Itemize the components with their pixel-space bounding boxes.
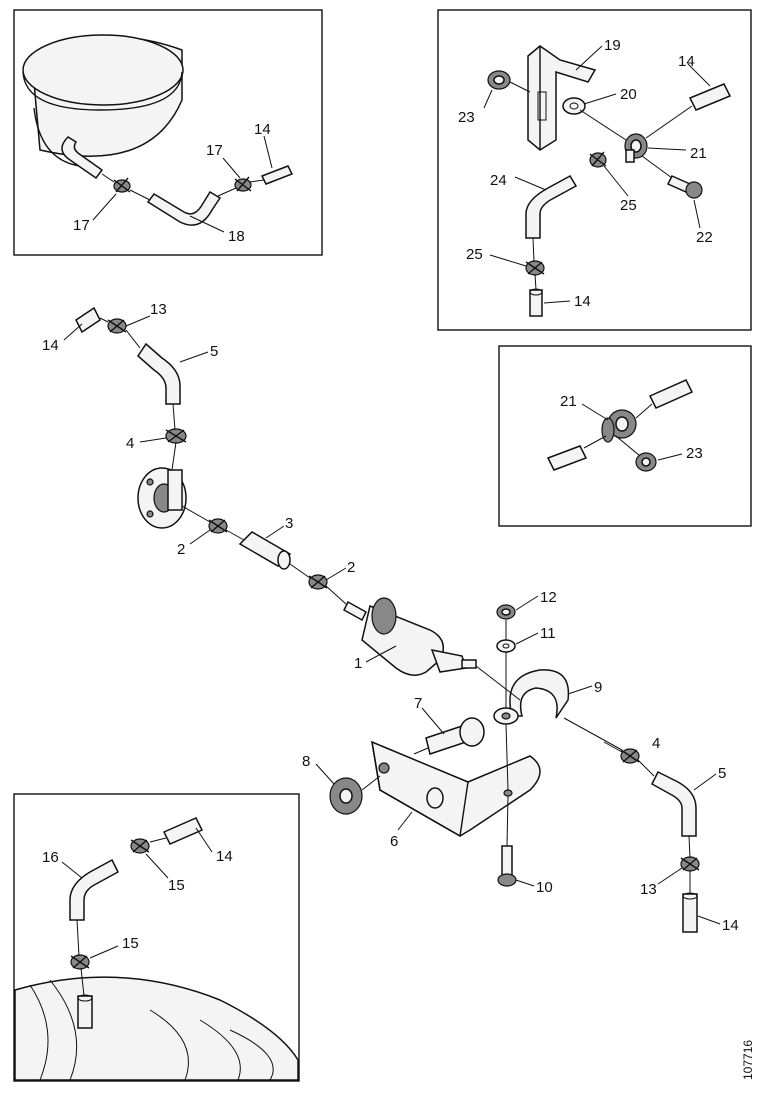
pipe-right xyxy=(648,379,694,409)
bolt-22 xyxy=(666,175,703,199)
inset-frame xyxy=(13,793,300,1082)
label: 12 xyxy=(540,589,557,606)
label: 8 xyxy=(302,753,310,770)
hose-5-right xyxy=(651,770,697,837)
screw-10 xyxy=(497,845,517,887)
label: 7 xyxy=(414,695,422,712)
label: 13 xyxy=(640,881,657,898)
clamp-2-left xyxy=(208,518,228,534)
label: 23 xyxy=(458,109,475,126)
pipe-left xyxy=(546,445,588,471)
bracket-6 xyxy=(371,740,541,838)
label: 5 xyxy=(210,343,218,360)
clamp-15-lower xyxy=(70,954,90,970)
label: 10 xyxy=(536,879,553,896)
clamp-21 xyxy=(601,409,637,443)
pipe-clip-9 xyxy=(493,669,570,725)
label: 25 xyxy=(466,246,483,263)
label: 23 xyxy=(686,445,703,462)
label: 19 xyxy=(604,37,621,54)
clamp-25-upper xyxy=(589,151,607,168)
pipe-14 xyxy=(162,817,204,845)
clamp-17-left xyxy=(113,177,131,193)
clamp-25-lower xyxy=(525,260,545,276)
hose-5-top xyxy=(137,342,181,405)
label: 6 xyxy=(390,833,398,850)
tank-outlet-pipe xyxy=(61,136,104,180)
label: 1 xyxy=(354,655,362,672)
inset-mid-right: 21 23 xyxy=(498,345,752,527)
pipe-14 xyxy=(260,165,294,185)
clamp-21 xyxy=(624,133,648,163)
pipe-14-top xyxy=(75,306,101,334)
pipe-14-bottom xyxy=(682,893,698,933)
clamp-13-right xyxy=(680,856,700,872)
nut-23 xyxy=(487,70,511,90)
inset-frame xyxy=(498,345,752,527)
label: 24 xyxy=(490,172,507,189)
washer-11 xyxy=(496,639,516,653)
label: 4 xyxy=(652,735,660,752)
nut-12 xyxy=(496,604,516,620)
inset-top-left: 14 17 17 18 xyxy=(13,9,323,256)
inset-top-right: 19 14 20 23 21 24 25 22 25 14 xyxy=(437,9,752,331)
label: 25 xyxy=(620,197,637,214)
washer-20 xyxy=(562,97,586,115)
label: 3 xyxy=(285,515,293,532)
drawing-code: 107716 xyxy=(741,1040,755,1080)
label: 13 xyxy=(150,301,167,318)
label: 18 xyxy=(228,228,245,245)
nut-23 xyxy=(635,452,657,472)
label: 20 xyxy=(620,86,637,103)
clamp-15-upper xyxy=(130,838,150,854)
fuel-tank xyxy=(14,976,299,1081)
label: 14 xyxy=(216,848,233,865)
label: 14 xyxy=(722,917,739,934)
label: 14 xyxy=(42,337,59,354)
label: 2 xyxy=(177,541,185,558)
tank-cap xyxy=(22,34,184,167)
inset-frame xyxy=(437,9,752,331)
nut-8 xyxy=(329,777,363,815)
label: 2 xyxy=(347,559,355,576)
fuel-filter-housing xyxy=(137,467,187,529)
pipe-14 xyxy=(688,83,732,111)
clamp-13-top xyxy=(107,318,127,334)
clamp-17-right xyxy=(234,176,252,192)
label: 15 xyxy=(122,935,139,952)
label: 21 xyxy=(690,145,707,162)
inset-bottom-left: 14 16 15 15 xyxy=(13,793,300,1082)
label: 4 xyxy=(126,435,134,452)
label: 14 xyxy=(574,293,591,310)
label: 11 xyxy=(540,625,556,642)
label: 15 xyxy=(168,877,185,894)
label: 21 xyxy=(560,393,577,410)
label: 17 xyxy=(206,142,223,159)
label: 14 xyxy=(678,53,695,70)
main-assembly: 13 14 5 4 2 3 2 1 12 11 9 7 8 6 4 5 10 1… xyxy=(42,301,755,1080)
tank-outlet-pipe xyxy=(77,995,93,1029)
inset-frame xyxy=(13,9,323,256)
hose-16 xyxy=(69,858,119,921)
hose-18 xyxy=(146,190,222,226)
label: 17 xyxy=(73,217,90,234)
clamp-2-right xyxy=(308,574,328,590)
label: 16 xyxy=(42,849,59,866)
label: 22 xyxy=(696,229,713,246)
label: 9 xyxy=(594,679,602,696)
label: 14 xyxy=(254,121,271,138)
hose-24 xyxy=(525,174,578,239)
bolt-7 xyxy=(425,717,485,755)
label: 5 xyxy=(718,765,726,782)
bracket-19 xyxy=(527,45,597,151)
clamp-4-right xyxy=(620,748,640,764)
clamp-4-top xyxy=(165,428,187,444)
fuel-pump-1 xyxy=(343,597,477,676)
